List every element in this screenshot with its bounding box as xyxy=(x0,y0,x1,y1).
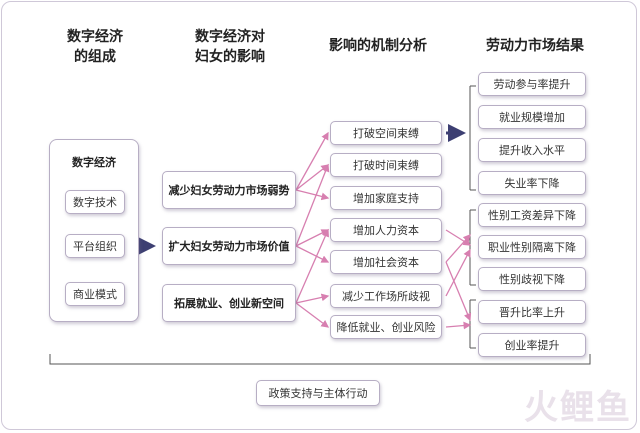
outcome-entrepreneurship: 创业率提升 xyxy=(478,333,586,357)
mechanism-family: 增加家庭支持 xyxy=(330,186,442,210)
header-mechanisms: 影响的机制分析 xyxy=(329,38,427,54)
link-impact1-mech1 xyxy=(295,131,329,191)
impact-reduce-disadvantage: 减少妇女劳动力市场弱势 xyxy=(162,171,296,209)
header-impacts: 数字经济对 妇女的影响 xyxy=(175,27,285,67)
outcome-gender-discrimination: 性别歧视下降 xyxy=(478,267,586,291)
mechanism-time: 打破时间束缚 xyxy=(330,153,442,177)
link-impact3-mech6 xyxy=(295,293,330,304)
outcome-employment-scale: 就业规模增加 xyxy=(478,105,586,129)
header-impacts-line2: 妇女的影响 xyxy=(195,49,265,65)
link-impact2-mech2 xyxy=(295,163,330,247)
link-mech5-group3 xyxy=(445,261,472,322)
header-components-line2: 的组成 xyxy=(74,49,116,65)
footer-brace xyxy=(49,354,591,365)
outcome-income: 提升收入水平 xyxy=(478,138,586,162)
header-outcomes: 劳动力市场结果 xyxy=(486,38,584,54)
component-business-model: 商业模式 xyxy=(65,282,125,306)
link-mech7-group3 xyxy=(445,321,472,330)
watermark-logo: 火鲤鱼 xyxy=(524,388,632,428)
link-impact3-mech7 xyxy=(295,302,330,328)
outcome-wage-gap: 性别工资差异下降 xyxy=(478,203,586,227)
mechanism-space: 打破空间束缚 xyxy=(330,121,442,145)
component-platform-org: 平台组织 xyxy=(65,234,125,258)
mechanism-human-capital: 增加人力资本 xyxy=(330,218,442,242)
header-components-line1: 数字经济 xyxy=(67,29,123,45)
link-impact1-mech3 xyxy=(295,189,330,201)
outcome-promotion: 晋升比率上升 xyxy=(478,300,586,324)
component-digital-tech: 数字技术 xyxy=(65,190,125,214)
outcome-unemployment: 失业率下降 xyxy=(478,171,586,195)
footer-policy-box: 政策支持与主体行动 xyxy=(256,380,380,406)
link-impact2-mech5 xyxy=(295,245,330,263)
link-impact3-mech4 xyxy=(295,228,329,304)
mechanism-social-capital: 增加社会资本 xyxy=(330,250,442,274)
impact-expand-value: 扩大妇女劳动力市场价值 xyxy=(162,227,296,265)
components-title: 数字经济 xyxy=(72,156,116,169)
impact-new-space: 拓展就业、创业新空间 xyxy=(162,284,296,322)
header-components: 数字经济 的组成 xyxy=(45,27,145,67)
link-mech4-group2 xyxy=(445,229,472,246)
link-mech6-group2 xyxy=(445,248,471,297)
mechanism-workplace-discrimination: 减少工作场所歧视 xyxy=(330,284,442,308)
link-mech5-group2 xyxy=(445,234,471,263)
outcome-occupational-segregation: 职业性别隔离下降 xyxy=(478,235,586,259)
outcome-participation: 劳动参与率提升 xyxy=(478,72,586,96)
header-impacts-line1: 数字经济对 xyxy=(195,29,265,45)
mechanism-risk: 降低就业、创业风险 xyxy=(330,315,442,339)
